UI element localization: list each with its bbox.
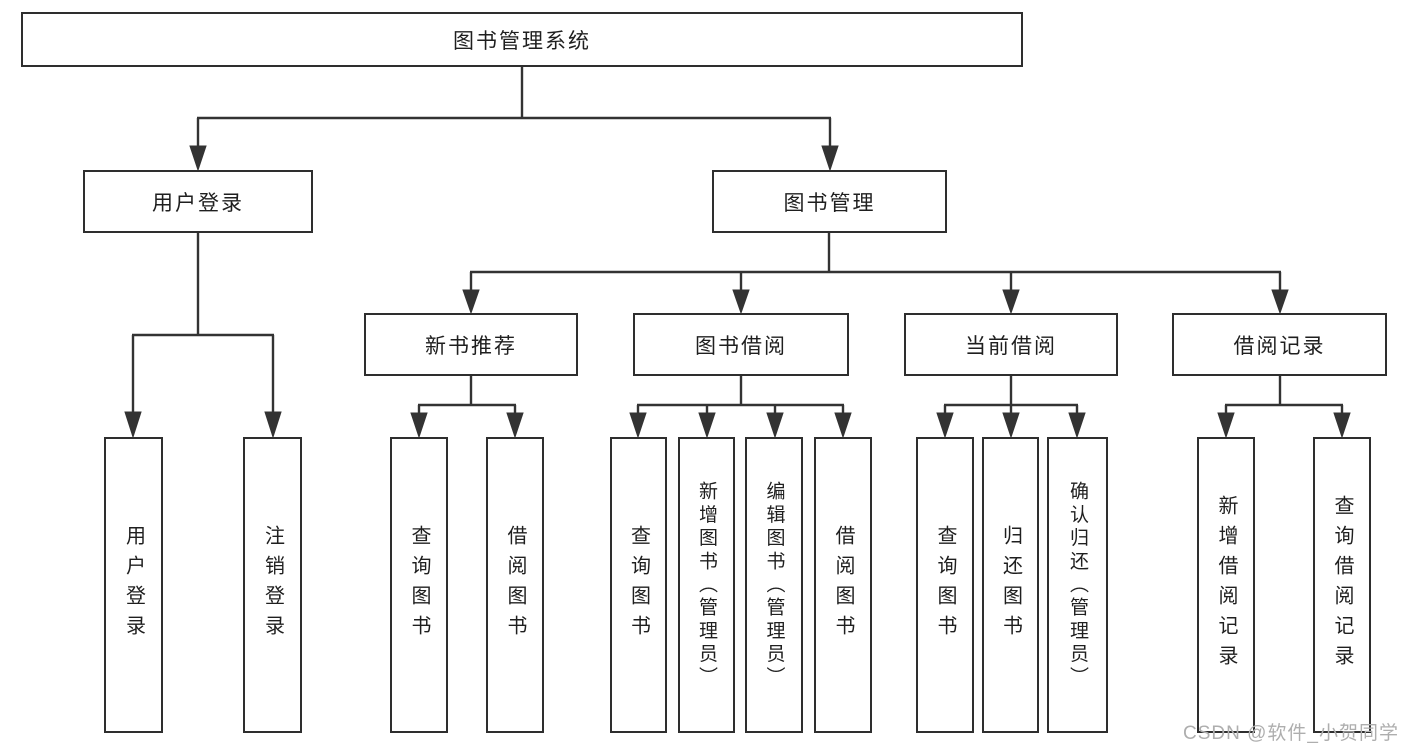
node-label: 图书管理 bbox=[783, 191, 876, 215]
node-label: 借阅图书 bbox=[504, 525, 526, 645]
node-label: 确认归还（管理员） bbox=[1067, 480, 1088, 690]
leaf-add-borrow-record: 新增借阅记录 bbox=[1197, 437, 1255, 733]
csdn-watermark: CSDN @软件_小贺同学 bbox=[1183, 723, 1399, 744]
leaf-query-books-borrowing: 查询图书 bbox=[610, 437, 667, 733]
node-user-login: 用户登录 bbox=[83, 170, 313, 233]
node-label: 用户登录 bbox=[122, 525, 145, 645]
node-label: 新书推荐 bbox=[425, 334, 517, 358]
node-label: 查询图书 bbox=[408, 525, 430, 645]
node-label: 查询图书 bbox=[627, 525, 650, 645]
node-label: 新增借阅记录 bbox=[1215, 495, 1237, 675]
leaf-logout-login: 注销登录 bbox=[243, 437, 302, 733]
leaf-confirm-return-admin: 确认归还（管理员） bbox=[1047, 437, 1108, 733]
node-book-management: 图书管理 bbox=[712, 170, 947, 233]
node-library-management-system: 图书管理系统 bbox=[21, 12, 1023, 67]
node-new-book-recommendation: 新书推荐 bbox=[364, 313, 578, 376]
leaf-query-books-current: 查询图书 bbox=[916, 437, 974, 733]
node-label: 查询图书 bbox=[934, 525, 956, 645]
node-label: 当前借阅 bbox=[965, 334, 1057, 358]
node-current-borrowing: 当前借阅 bbox=[904, 313, 1118, 376]
node-label: 用户登录 bbox=[152, 191, 244, 215]
leaf-add-books-admin: 新增图书（管理员） bbox=[678, 437, 735, 733]
node-label: 归还图书 bbox=[999, 525, 1022, 645]
node-label: 注销登录 bbox=[261, 525, 284, 645]
leaf-return-books: 归还图书 bbox=[982, 437, 1039, 733]
node-borrowing-records: 借阅记录 bbox=[1172, 313, 1387, 376]
leaf-edit-books-admin: 编辑图书（管理员） bbox=[745, 437, 803, 733]
node-label: 图书管理系统 bbox=[453, 29, 591, 53]
node-label: 新增图书（管理员） bbox=[696, 480, 717, 690]
node-label: 借阅记录 bbox=[1233, 334, 1326, 358]
leaf-borrow-books-recommend: 借阅图书 bbox=[486, 437, 544, 733]
node-label: 编辑图书（管理员） bbox=[763, 480, 785, 690]
leaf-query-books-recommend: 查询图书 bbox=[390, 437, 448, 733]
leaf-query-borrow-record: 查询借阅记录 bbox=[1313, 437, 1371, 733]
node-book-borrowing: 图书借阅 bbox=[633, 313, 849, 376]
leaf-borrow-books-borrowing: 借阅图书 bbox=[814, 437, 872, 733]
leaf-user-login: 用户登录 bbox=[104, 437, 163, 733]
node-label: 借阅图书 bbox=[832, 525, 854, 645]
node-label: 图书借阅 bbox=[695, 334, 787, 358]
node-label: 查询借阅记录 bbox=[1331, 495, 1353, 675]
